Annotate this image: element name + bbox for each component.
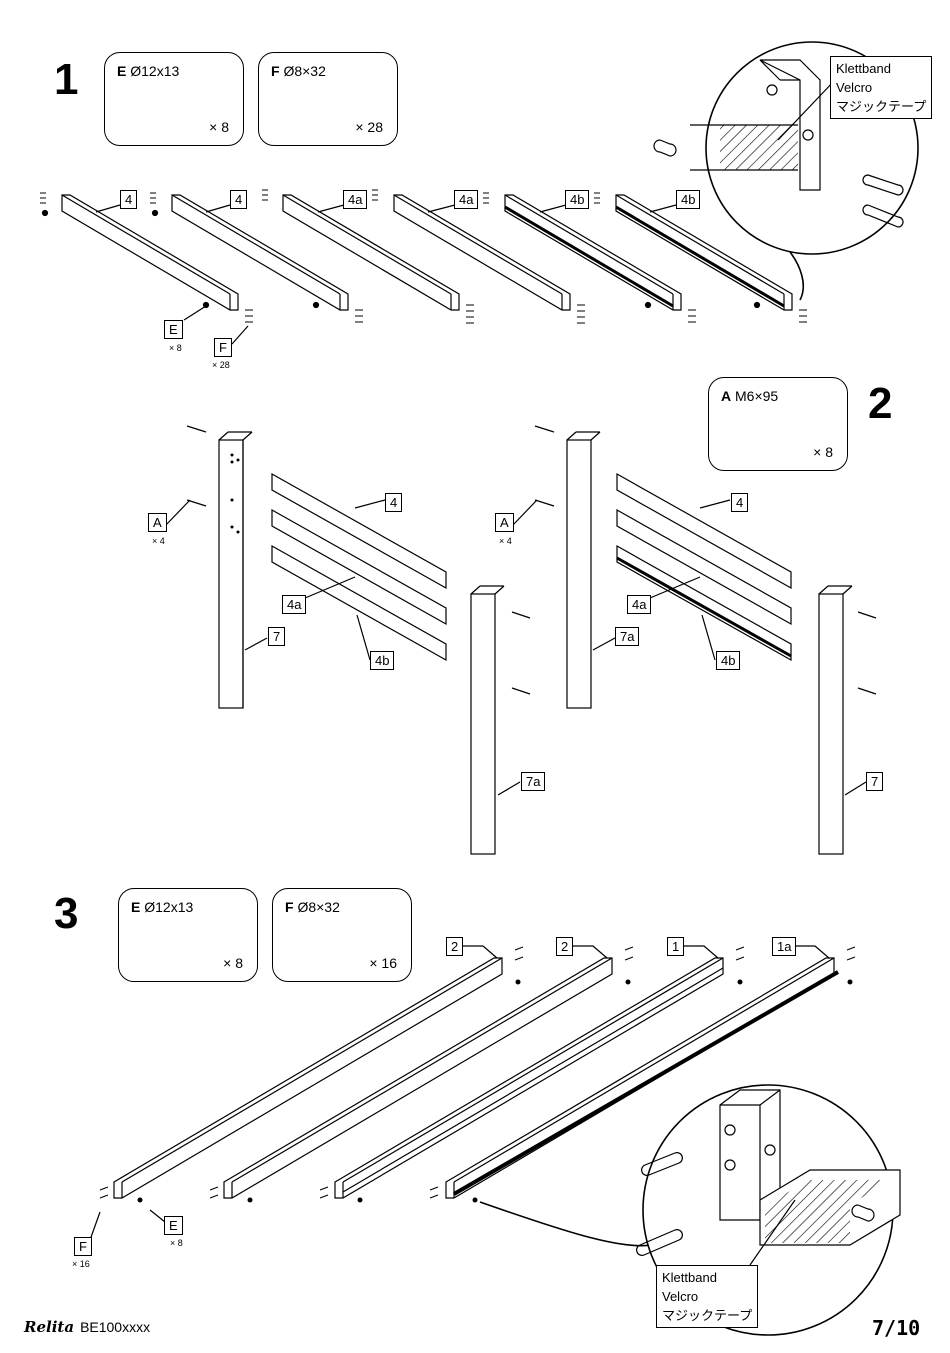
- model-number: BE100xxxx: [80, 1319, 150, 1335]
- part-label: 7: [866, 772, 883, 791]
- part-label: F: [74, 1237, 92, 1256]
- step2-right: [512, 426, 876, 854]
- hardware-qty: × 8: [223, 955, 243, 971]
- part-qty: × 28: [212, 360, 230, 370]
- part-label: E: [164, 320, 183, 339]
- hardware-code: A: [721, 388, 731, 404]
- hardware-code: E: [117, 63, 126, 79]
- rail-4a-b: [394, 195, 570, 310]
- part-label: 7a: [615, 627, 639, 646]
- footer-brand-model: Relita BE100xxxx: [24, 1318, 150, 1336]
- part-label: 2: [446, 937, 463, 956]
- part-label: 4b: [370, 651, 394, 670]
- part-label: 4a: [627, 595, 651, 614]
- part-label: A: [148, 513, 167, 532]
- part-qty: × 8: [169, 343, 182, 353]
- step-number-2: 2: [868, 382, 892, 426]
- note-line: マジックテープ: [836, 97, 926, 116]
- note-line: Velcro: [836, 78, 926, 97]
- hardware-spec: Ø8×32: [283, 63, 325, 79]
- part-label: 4b: [716, 651, 740, 670]
- part-label: A: [495, 513, 514, 532]
- hardware-spec: Ø12x13: [130, 63, 179, 79]
- part-label: 4: [731, 493, 748, 512]
- hardware-box-f: F Ø8×32 × 16: [272, 888, 412, 982]
- part-label: 4b: [676, 190, 700, 209]
- velcro-note-bottom: Klettband Velcro マジックテープ: [656, 1265, 758, 1328]
- part-label: 7: [268, 627, 285, 646]
- note-line: マジックテープ: [662, 1306, 752, 1325]
- part-label: 1: [667, 937, 684, 956]
- part-label: 2: [556, 937, 573, 956]
- hardware-code: F: [271, 63, 280, 79]
- step1-rails: [40, 190, 807, 344]
- step-number-3: 3: [54, 892, 78, 936]
- hardware-spec: Ø12x13: [144, 899, 193, 915]
- part-label: 4b: [565, 190, 589, 209]
- part-label: E: [164, 1216, 183, 1235]
- part-qty: × 4: [152, 536, 165, 546]
- rail-4-b: [172, 195, 348, 310]
- rail-4a-a: [283, 195, 459, 310]
- step-number-1: 1: [54, 58, 78, 102]
- hardware-qty: × 8: [813, 444, 833, 460]
- rail-4b-a: [505, 195, 681, 310]
- part-label: 4a: [454, 190, 478, 209]
- brand-logo: Relita: [24, 1318, 74, 1336]
- hardware-qty: × 28: [355, 119, 383, 135]
- part-label: 4: [385, 493, 402, 512]
- part-label: 7a: [521, 772, 545, 791]
- page-number: 7/10: [872, 1316, 920, 1340]
- note-line: Klettband: [662, 1268, 752, 1287]
- part-label: 4: [230, 190, 247, 209]
- hardware-box-e: E Ø12x13 × 8: [104, 52, 244, 146]
- hardware-box-f: F Ø8×32 × 28: [258, 52, 398, 146]
- part-label: 4a: [343, 190, 367, 209]
- hardware-spec: Ø8×32: [297, 899, 339, 915]
- rail-4-a: [62, 195, 238, 310]
- hardware-box-e: E Ø12x13 × 8: [118, 888, 258, 982]
- note-line: Velcro: [662, 1287, 752, 1306]
- hardware-code: E: [131, 899, 140, 915]
- hardware-box-a: A M6×95 × 8: [708, 377, 848, 471]
- part-label: 1a: [772, 937, 796, 956]
- part-qty: × 16: [72, 1259, 90, 1269]
- hardware-code: F: [285, 899, 294, 915]
- hardware-qty: × 16: [369, 955, 397, 971]
- step2-left: [165, 426, 530, 854]
- velcro-note-top: Klettband Velcro マジックテープ: [830, 56, 932, 119]
- hardware-qty: × 8: [209, 119, 229, 135]
- part-label: 4a: [282, 595, 306, 614]
- hardware-spec: M6×95: [735, 388, 778, 404]
- part-qty: × 8: [170, 1238, 183, 1248]
- part-label: F: [214, 338, 232, 357]
- part-label: 4: [120, 190, 137, 209]
- note-line: Klettband: [836, 59, 926, 78]
- part-qty: × 4: [499, 536, 512, 546]
